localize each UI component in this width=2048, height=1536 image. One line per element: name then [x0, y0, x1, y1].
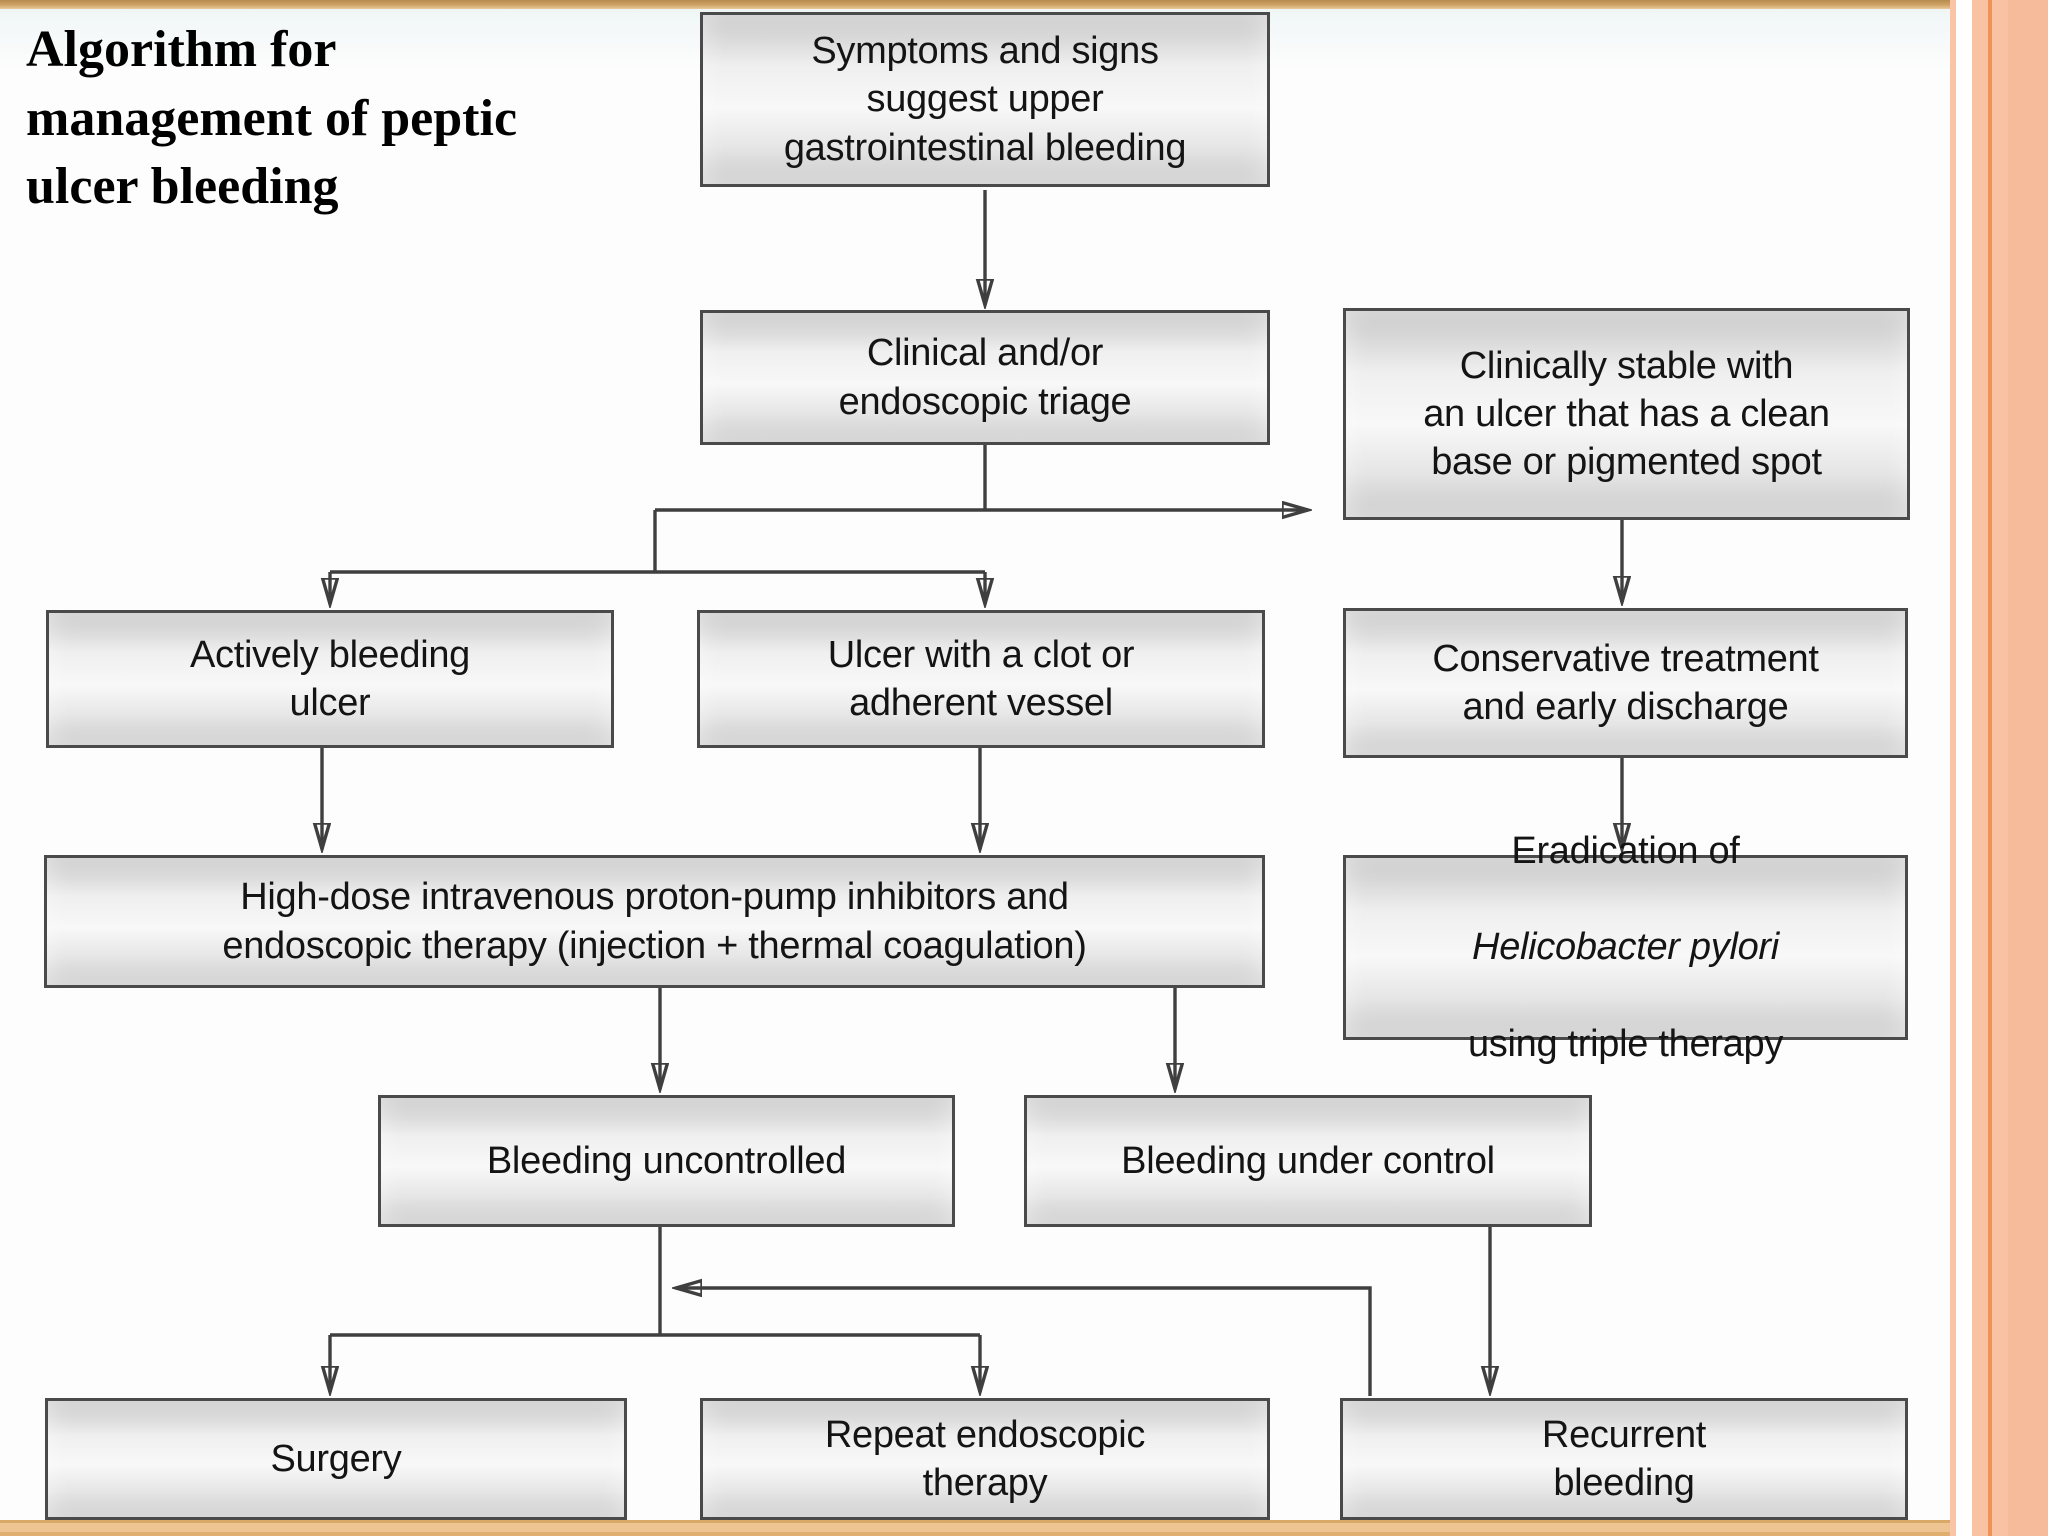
node-surgery: Surgery [45, 1398, 627, 1520]
node-symptoms: Symptoms and signs suggest upper gastroi… [700, 12, 1270, 187]
slide-border-right [1950, 0, 2048, 1536]
slide-border-bottom [0, 1520, 1950, 1536]
eradication-line3: using triple therapy [1467, 1022, 1784, 1065]
eradication-line1: Eradication of [1511, 829, 1740, 872]
node-actively-bleeding-ulcer: Actively bleeding ulcer [46, 610, 614, 748]
node-high-dose-ppi: High-dose intravenous proton-pump inhibi… [44, 855, 1265, 988]
node-conservative-treatment: Conservative treatment and early dischar… [1343, 608, 1908, 758]
page-title: Algorithm for management of peptic ulcer… [26, 21, 518, 216]
arrow-recurrent-feedback [676, 1288, 1372, 1396]
node-clinically-stable: Clinically stable with an ulcer that has… [1343, 308, 1910, 520]
slide-border-top [0, 0, 2048, 9]
node-bleeding-uncontrolled: Bleeding uncontrolled [378, 1095, 955, 1227]
node-ulcer-with-clot: Ulcer with a clot or adherent vessel [697, 610, 1265, 748]
node-bleeding-under-control: Bleeding under control [1024, 1095, 1592, 1227]
node-clinical-triage: Clinical and/or endoscopic triage [700, 310, 1270, 445]
node-hpylori-eradication: Eradication of Helicobacter pylori using… [1343, 830, 1908, 1065]
node-recurrent-bleeding: Recurrent bleeding [1340, 1398, 1908, 1520]
eradication-line2-italic: Helicobacter pylori [1472, 926, 1779, 969]
node-repeat-endoscopic-therapy: Repeat endoscopic therapy [700, 1398, 1270, 1520]
